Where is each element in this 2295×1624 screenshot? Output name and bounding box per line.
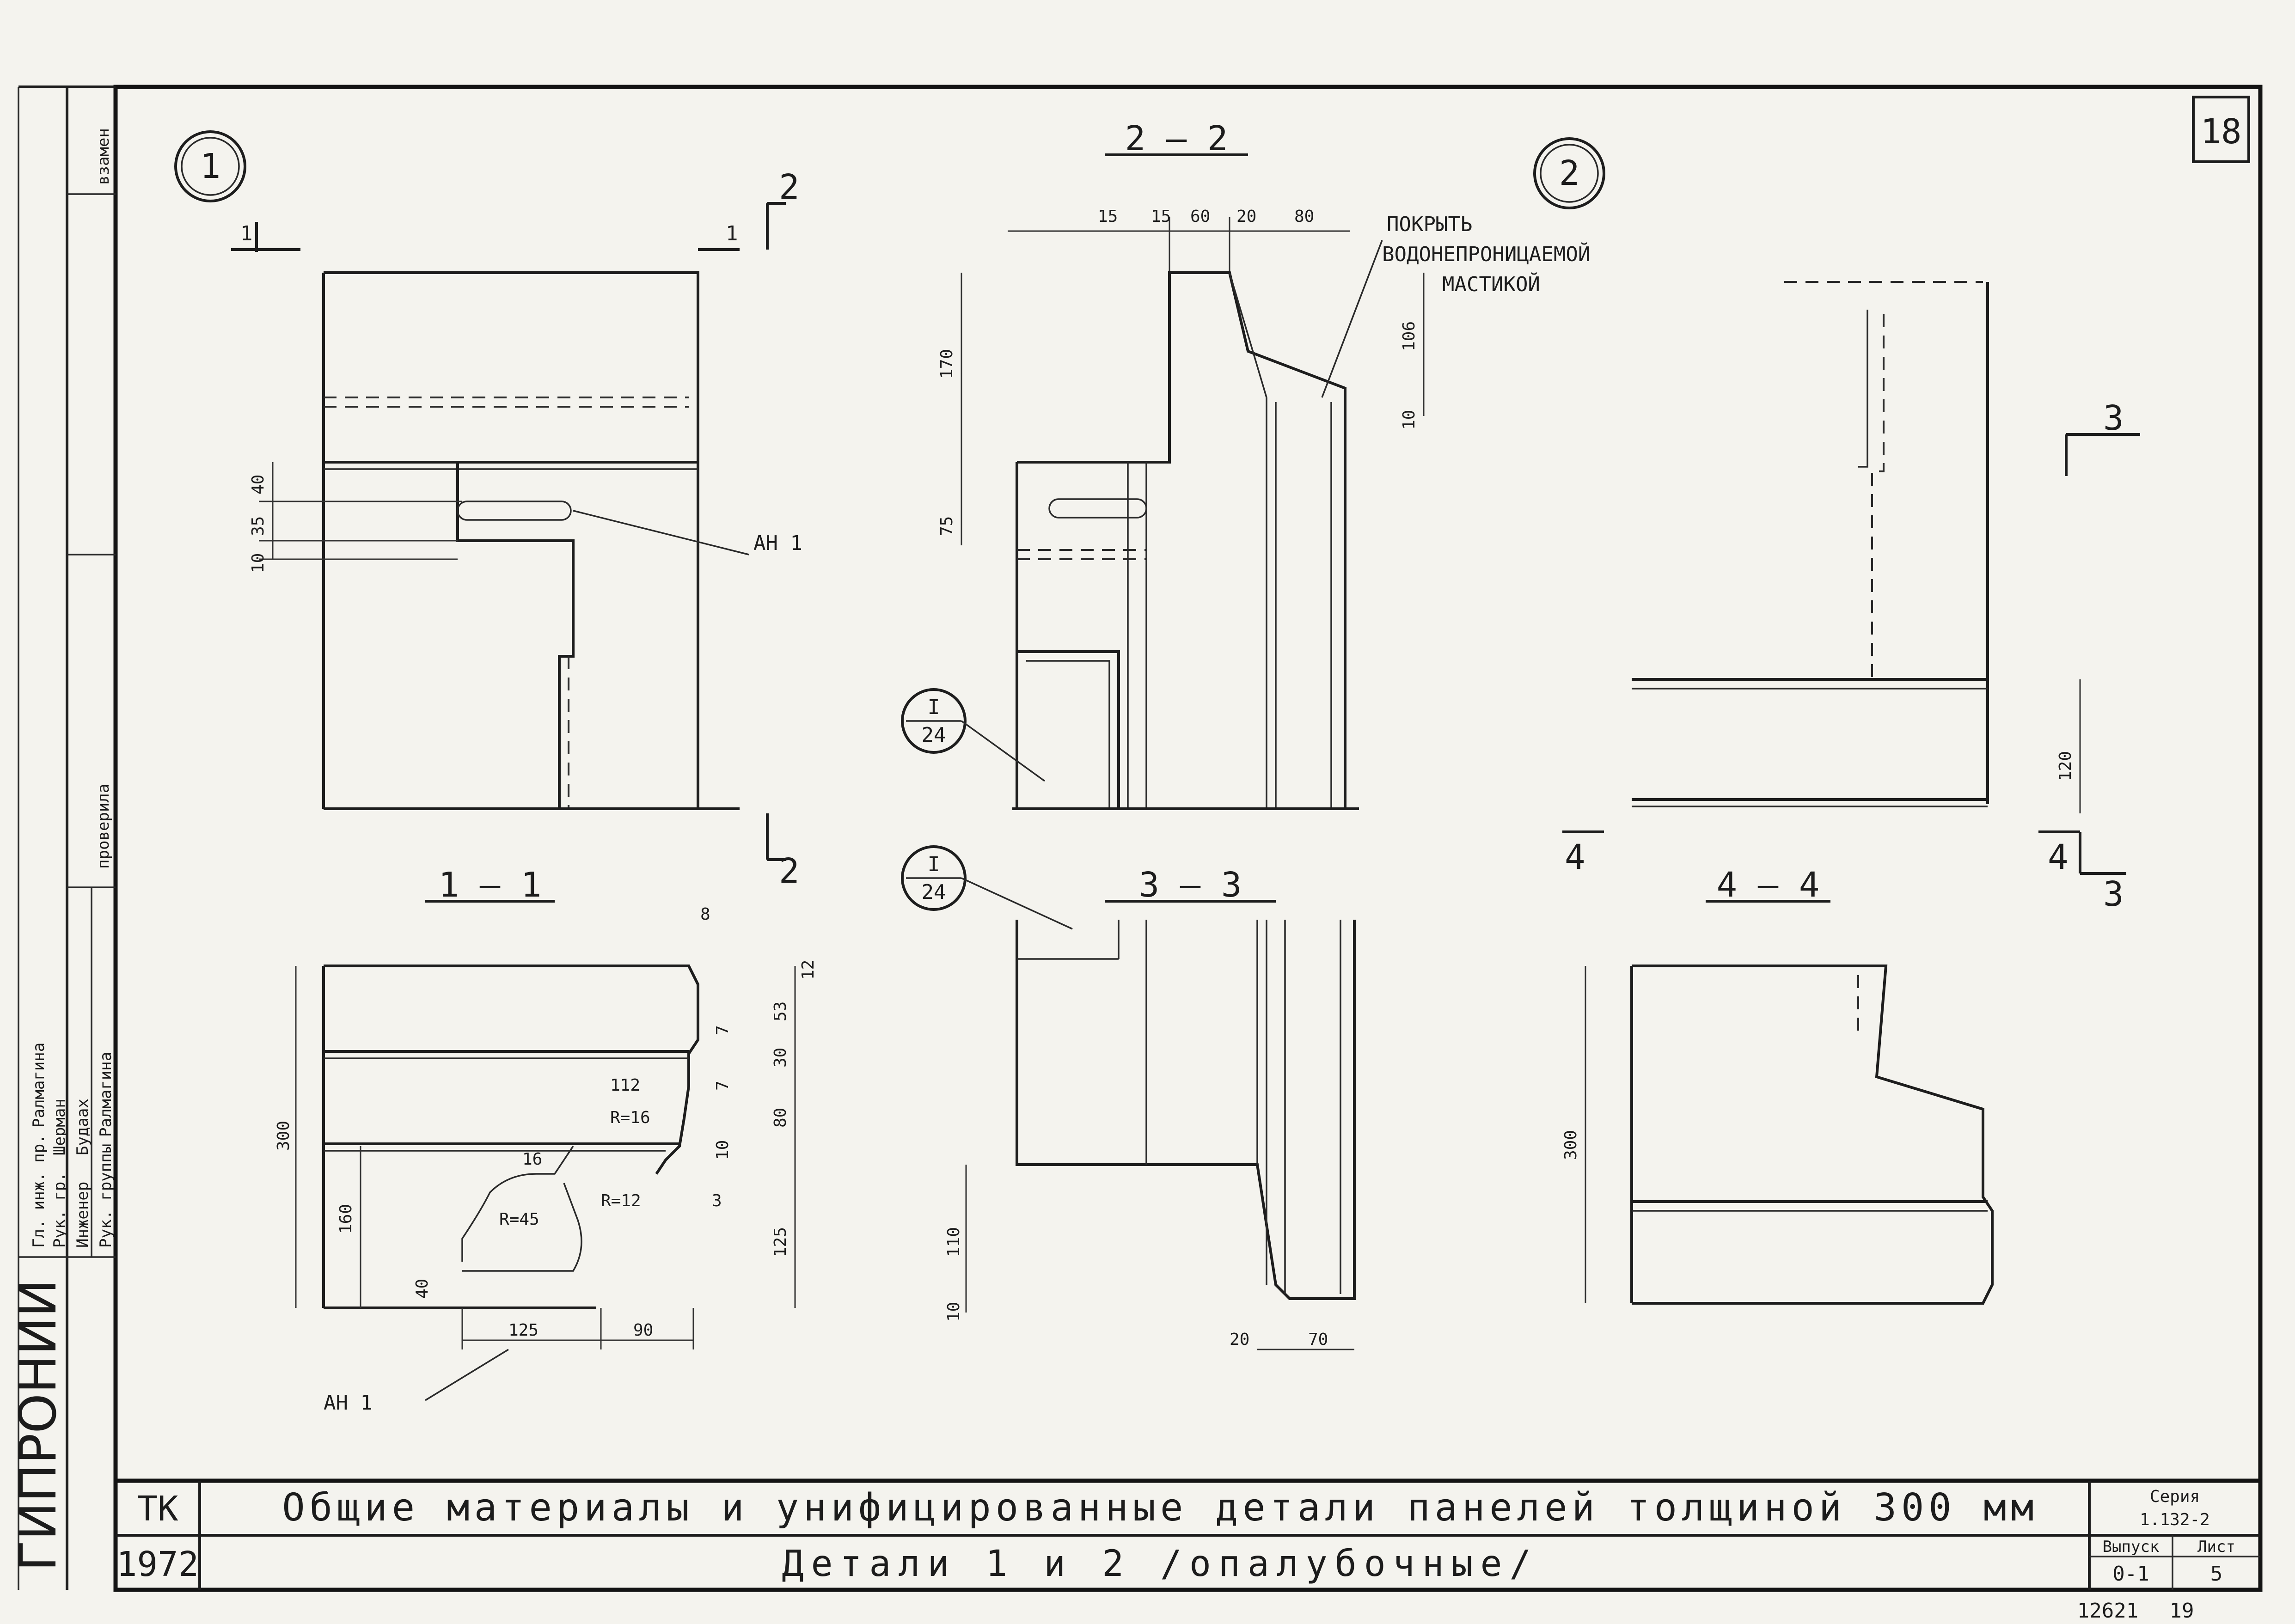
dim-label: 30 [771, 1048, 790, 1068]
stamp-name: Шерман [50, 1099, 69, 1155]
dim-label: 40 [413, 1279, 432, 1299]
section-4-4-view [1585, 900, 1994, 1305]
dim-label: 8 [700, 905, 710, 924]
side-checked: проверила [94, 784, 113, 869]
dim-label: 170 [937, 349, 956, 379]
dim-label: 15 [1151, 207, 1171, 226]
dim-label: 300 [274, 1121, 293, 1151]
cut-mark-2: 2 [779, 167, 800, 207]
stamp-name: Будаах [73, 1099, 92, 1155]
stamp-name: Ралмагина [30, 1043, 48, 1128]
section-4-4-title: 4 — 4 [1717, 865, 1820, 905]
cut-mark-2: 2 [779, 851, 800, 891]
dim-label: 40 [249, 475, 268, 495]
anchor-label: АН 1 [324, 1391, 373, 1415]
dim-label: 12 [799, 960, 818, 980]
dim-label: 10 [1400, 410, 1419, 430]
dim-label: 75 [937, 516, 956, 536]
cut-mark-1: 1 [240, 222, 253, 245]
archive-number: 12621 [2077, 1599, 2138, 1623]
dim-label: 70 [1308, 1330, 1328, 1349]
detail-2-marker: 2 [1559, 153, 1580, 193]
dim-label: 90 [633, 1321, 653, 1340]
dim-label: 80 [771, 1108, 790, 1128]
page-label: Лист [2197, 1538, 2235, 1556]
stamp-role: Инженер [73, 1182, 92, 1248]
sheet-title: Общие материалы и унифицированные детали… [282, 1486, 2038, 1530]
cut-mark-1: 1 [726, 222, 738, 245]
dim-label: 106 [1400, 321, 1419, 351]
issue-label: Выпуск [2103, 1538, 2160, 1556]
section-2-2-view [901, 153, 1425, 810]
side-zamena: взамен [94, 128, 113, 185]
cut-mark-3: 3 [2103, 398, 2124, 438]
section-3-3-view [901, 845, 1356, 1350]
note-line: ПОКРЫТЬ [1387, 213, 1472, 236]
dim-label: 125 [508, 1321, 539, 1340]
stamp-role: Рук. группы [97, 1144, 115, 1248]
org-code: ТК [137, 1489, 178, 1529]
sheet-number: 18 [2200, 112, 2241, 152]
dim-label: 10 [944, 1302, 963, 1322]
dim-label: 120 [2056, 751, 2075, 781]
sheet-frame [18, 85, 2263, 1592]
dim-label: 3 [712, 1191, 722, 1210]
archive-page: 19 [2170, 1599, 2194, 1623]
dim-label: 53 [771, 1001, 790, 1021]
callout-top: I [928, 696, 940, 719]
cut-mark-4: 4 [2048, 837, 2069, 877]
section-1-1-title: 1 — 1 [439, 865, 542, 905]
stamp-role: Рук. гр. [50, 1172, 69, 1248]
dim-label: 20 [1236, 207, 1256, 226]
callout-bottom: 24 [922, 723, 946, 747]
series-value: 1.132-2 [2140, 1510, 2210, 1529]
dim-label: 80 [1294, 207, 1314, 226]
dim-label: 7 [713, 1081, 732, 1091]
dim-label: 20 [1230, 1330, 1249, 1349]
callout-bottom: 24 [922, 880, 946, 904]
side-org: ГИПРОНИИ [8, 1279, 67, 1571]
year: 1972 [116, 1545, 199, 1584]
side-stamp: ГИПРОНИИ [8, 1279, 67, 1571]
dim-label: 35 [249, 516, 268, 536]
dim-label: 60 [1190, 207, 1210, 226]
note-line: МАСТИКОЙ [1442, 272, 1540, 296]
dim-label: 16 [522, 1150, 542, 1169]
cut-mark-4: 4 [1565, 837, 1585, 877]
dim-label: R=45 [499, 1210, 539, 1229]
dim-label: R=12 [601, 1191, 641, 1210]
dim-label: 160 [337, 1204, 355, 1234]
note-line: ВОДОНЕПРОНИЦАЕМОЙ [1382, 242, 1590, 266]
page-value: 5 [2210, 1562, 2223, 1586]
section-2-2-title: 2 — 2 [1125, 119, 1228, 159]
dim-label: 10 [249, 553, 268, 573]
detail-1-view [174, 130, 786, 861]
stamp-name: Ралмагина [97, 1052, 115, 1137]
dim-label: 300 [1561, 1130, 1580, 1160]
section-1-1-view [295, 900, 796, 1401]
anchor-label: АН 1 [753, 531, 802, 555]
series-label: Серия [2150, 1487, 2200, 1506]
dim-label: 110 [944, 1227, 963, 1257]
callout-top: I [928, 853, 940, 876]
dim-label: 10 [713, 1140, 732, 1160]
sheet-subtitle: Детали 1 и 2 /опалубочные/ [782, 1543, 1539, 1585]
dim-label: 112 [610, 1076, 640, 1095]
dim-label: R=16 [610, 1108, 650, 1127]
dim-label: 15 [1098, 207, 1118, 226]
stamp-role: Гл. инж. пр. [30, 1134, 48, 1248]
dim-label: 125 [771, 1227, 790, 1257]
detail-1-marker: 1 [200, 147, 221, 186]
issue-value: 0-1 [2112, 1562, 2149, 1586]
detail-2-view [1533, 137, 2140, 875]
section-3-3-title: 3 — 3 [1139, 865, 1242, 905]
cut-mark-3: 3 [2103, 874, 2124, 914]
dim-label: 7 [713, 1025, 732, 1035]
